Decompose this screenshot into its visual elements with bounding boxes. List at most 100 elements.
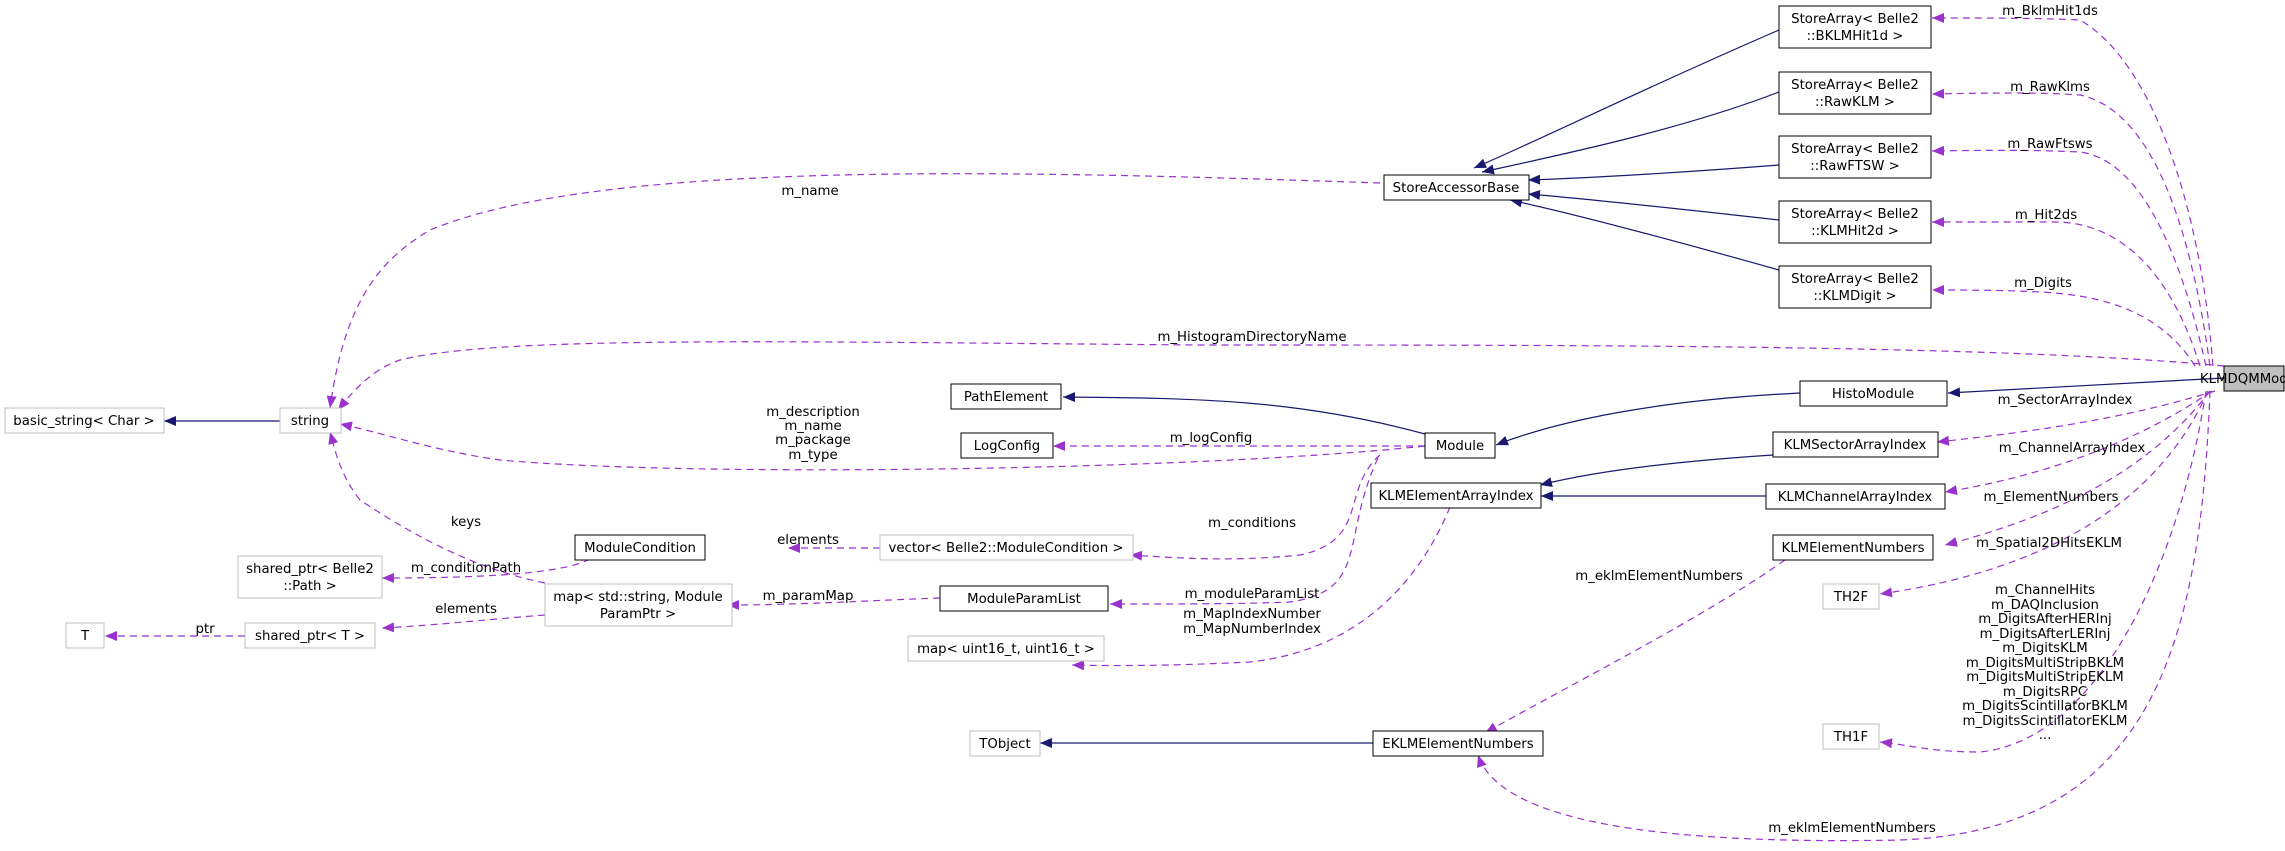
node-th2f[interactable] (1822, 583, 1880, 610)
edge-label-digits: m_Digits (2014, 276, 2072, 291)
edge-label-eklm-bottom: m_eklmElementNumbers (1768, 821, 1936, 836)
edge-use-hit2ds (1932, 217, 2201, 367)
node-klm-channel[interactable] (1765, 483, 1946, 510)
edge-use-histdir (337, 341, 2225, 411)
edge-label-th1f-8: m_DigitsScintillatorBKLM (1962, 699, 2128, 714)
label-sa-rawklm-1: StoreArray< Belle2 (1791, 78, 1919, 93)
node-map-param[interactable] (544, 583, 733, 627)
edge-label-th1f-9: m_DigitsScintillatorEKLM (1963, 714, 2128, 729)
edge-label-map-index-1: m_MapNumberIndex (1183, 622, 1321, 637)
edge-label-hit2ds: m_Hit2ds (2015, 208, 2077, 223)
node-sa-rawftsw[interactable] (1778, 135, 1932, 179)
node-klm-element-numbers[interactable] (1772, 534, 1934, 561)
node-vector-mc[interactable] (879, 534, 1134, 561)
edge-label-keys: keys (451, 515, 481, 530)
edge-label-bklmhit1ds: m_BklmHit1ds (2002, 4, 2098, 19)
label-sa-rawftsw-2: ::RawFTSW > (1810, 159, 1899, 174)
edge-label-conditions: m_conditions (1208, 516, 1296, 531)
edge-inherit-path-element (1062, 392, 1426, 435)
node-th1f[interactable] (1822, 723, 1880, 750)
node-klmdqm-module[interactable] (2223, 365, 2285, 392)
edge-label-map-index-0: m_MapIndexNumber (1183, 607, 1321, 622)
edge-label-ptr: ptr (195, 622, 215, 637)
edge-use-param-map (726, 597, 941, 610)
label-map-uint: map< uint16_t, uint16_t > (917, 642, 1095, 657)
edge-use-bklmhit1ds (1931, 13, 2214, 367)
edge-use-rawklms (1931, 88, 2211, 367)
node-klm-element-array[interactable] (1370, 482, 1542, 509)
edge-use-eklm-bottom (1477, 390, 2211, 842)
label-map-param-1: map< std::string, Module (553, 590, 722, 605)
node-t[interactable] (65, 622, 105, 649)
label-t: T (80, 629, 90, 644)
edge-label-name: m_name (781, 184, 838, 199)
label-klm-channel: KLMChannelArrayIndex (1778, 490, 1933, 505)
node-map-uint[interactable] (907, 635, 1105, 662)
edge-use-map-index (1071, 506, 1451, 671)
edge-label-module-strings-1: m_name (784, 419, 841, 434)
node-sa-hit2d[interactable] (1778, 200, 1932, 244)
label-sa-digit-2: ::KLMDigit > (1813, 289, 1896, 304)
edge-use-element-numbers (1944, 390, 2211, 547)
label-module: Module (1436, 439, 1484, 454)
edge-label-th1f-0: m_ChannelHits (1995, 583, 2095, 598)
edge-use-rawftsws (1931, 145, 2207, 367)
label-histo-module: HistoModule (1832, 387, 1914, 402)
edge-label-module-strings-3: m_type (788, 448, 837, 463)
label-klm-sector: KLMSectorArrayIndex (1784, 438, 1927, 453)
edge-label-th1f-10: ... (2039, 728, 2052, 743)
label-sa-rawftsw-1: StoreArray< Belle2 (1791, 142, 1919, 157)
edge-use-keys (328, 431, 546, 584)
node-sa-rawklm[interactable] (1778, 71, 1932, 115)
edge-inherit-module (1495, 392, 1801, 446)
edge-label-sector: m_SectorArrayIndex (1998, 393, 2133, 408)
label-sa-hit2d-1: StoreArray< Belle2 (1791, 207, 1919, 222)
edge-inherit-sa-bklm (1473, 29, 1780, 169)
node-string[interactable] (279, 407, 342, 434)
label-tobject: TObject (978, 737, 1030, 752)
label-path-element: PathElement (964, 390, 1048, 405)
edge-label-spatial: m_Spatial2DHitsEKLM (1976, 536, 2122, 551)
label-eklm-numbers: EKLMElementNumbers (1382, 737, 1533, 752)
edge-label-th1f-6: m_DigitsMultiStripEKLM (1966, 670, 2124, 685)
edge-label-param-map: m_paramMap (763, 589, 854, 604)
node-basic-string[interactable] (4, 407, 165, 434)
node-sa-bklm[interactable] (1778, 5, 1932, 49)
label-klm-element-numbers: KLMElementNumbers (1782, 541, 1925, 556)
node-module-condition[interactable] (574, 534, 706, 561)
node-module[interactable] (1424, 432, 1496, 459)
edge-label-th1f-4: m_DigitsKLM (2002, 641, 2087, 656)
node-histo-module[interactable] (1799, 380, 1948, 407)
node-store-accessor[interactable] (1383, 174, 1530, 201)
label-klm-element-array: KLMElementArrayIndex (1378, 489, 1533, 504)
edge-label-rawftsws: m_RawFtsws (2007, 137, 2092, 152)
edge-label-element-numbers: m_ElementNumbers (1984, 490, 2119, 505)
node-shared-path[interactable] (237, 555, 383, 599)
label-klmdqm: KLMDQMModule (2200, 372, 2285, 387)
node-log-config[interactable] (960, 432, 1054, 459)
node-path-element[interactable] (950, 383, 1062, 410)
node-klm-sector[interactable] (1772, 431, 1939, 458)
edge-use-channel (1944, 390, 2213, 496)
edge-label-module-param-list: m_moduleParamList (1185, 587, 1320, 602)
label-sa-rawklm-2: ::RawKLM > (1815, 95, 1895, 110)
edge-label-th1f-7: m_DigitsRPC (2003, 685, 2087, 700)
node-tobject[interactable] (969, 730, 1041, 757)
node-sa-digit[interactable] (1778, 265, 1932, 309)
label-log-config: LogConfig (974, 439, 1040, 454)
node-module-param-list[interactable] (939, 585, 1109, 612)
edge-label-eklm-mid: m_eklmElementNumbers (1575, 569, 1743, 584)
edge-label-module-strings-0: m_description (766, 405, 860, 420)
label-shared-path-1: shared_ptr< Belle2 (246, 562, 374, 577)
edge-use-digits (1931, 285, 2196, 367)
edge-inherit-sa-rawklm (1481, 91, 1780, 175)
edge-label-channel: m_ChannelArrayIndex (1999, 441, 2146, 456)
node-eklm-numbers[interactable] (1372, 730, 1544, 757)
node-shared-t[interactable] (244, 622, 376, 649)
edge-inherit-sa-rawftsw (1527, 164, 1780, 185)
edge-inherit-sa-hit2d (1527, 190, 1780, 221)
edge-inherit-sa-digit (1509, 197, 1780, 271)
edge-use-module-param-list (1109, 457, 1379, 609)
edge-use-spatial (1879, 390, 2209, 598)
